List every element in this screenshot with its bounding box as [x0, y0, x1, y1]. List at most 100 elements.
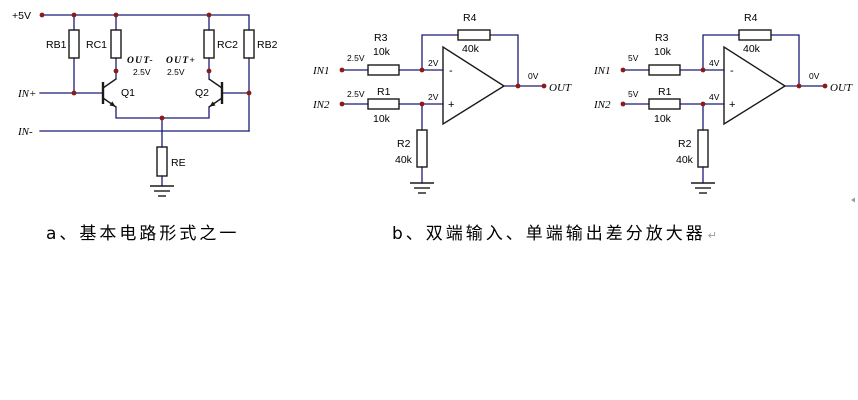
ground-b2-icon [691, 182, 715, 194]
q2-label: Q2 [195, 87, 209, 99]
rc2-resistor [203, 29, 215, 59]
paragraph-mark-icon: ↵ [708, 229, 717, 242]
op-amp-plus-sign: + [729, 99, 735, 111]
op-amp-icon [442, 45, 506, 126]
out-minus-node-dot [113, 68, 119, 74]
junction-dot [419, 101, 425, 107]
q2-collector-lead [208, 78, 223, 89]
out-label: OUT [830, 82, 853, 94]
r4-label: R4 [744, 12, 758, 24]
circuit-b2-junctions [620, 67, 828, 107]
in1-label: IN1 [593, 65, 611, 77]
feedback-return-wire [489, 34, 519, 87]
r3-value-label: 10k [373, 46, 391, 58]
output-voltage-label: 0V [528, 71, 539, 81]
junction-dot [700, 101, 706, 107]
in1-voltage-label: 5V [628, 53, 639, 63]
rb2-label: RB2 [257, 39, 278, 51]
in2-label: IN2 [593, 99, 611, 111]
junction-dot [796, 83, 802, 89]
in2-voltage-label: 2.5V [347, 89, 365, 99]
output-voltage-label: 0V [809, 71, 820, 81]
caption-b: b、双端输入、单端输出差分放大器 [392, 224, 706, 244]
r2-resistor [697, 129, 709, 168]
feedback-wire [702, 34, 740, 71]
circuit-b2: R4 40k R3 10k 5V IN1 4V - + 0V OUT IN2 5… [593, 12, 853, 194]
r1-label: R1 [658, 86, 672, 98]
inverting-voltage-label: 2V [428, 58, 439, 68]
r3-resistor [648, 64, 681, 76]
circuit-b1-wires [341, 34, 545, 184]
out-plus-voltage-label: 2.5V [167, 67, 185, 77]
circuit-b1: R4 40k R3 10k 2.5V IN1 2V - + 0V OUT IN2… [312, 12, 572, 194]
q1-transistor [101, 78, 117, 108]
rb1-resistor [68, 29, 80, 59]
inverting-voltage-label: 4V [709, 58, 720, 68]
q1-emitter-arrow-icon [109, 101, 116, 107]
r1-value-label: 10k [654, 113, 672, 125]
r4-resistor [457, 29, 491, 41]
op-amp-plus-sign: + [448, 99, 454, 111]
junction-dot [159, 115, 165, 121]
in2-voltage-label: 5V [628, 89, 639, 99]
junction-dot [515, 83, 521, 89]
in1-terminal-dot [620, 67, 626, 73]
r2-value-label: 40k [676, 154, 694, 166]
noninverting-voltage-label: 4V [709, 92, 720, 102]
ground-a-icon [150, 185, 174, 197]
r1-resistor [648, 98, 681, 110]
junction-dot [700, 67, 706, 73]
rc2-label: RC2 [217, 39, 238, 51]
edge-marker-icon [851, 197, 855, 203]
in2-terminal-dot [339, 101, 345, 107]
junction-dot [71, 90, 77, 96]
re-resistor [156, 146, 168, 177]
supply-terminal-dot [39, 12, 45, 18]
junction-dot [206, 12, 212, 18]
r2-value-label: 40k [395, 154, 413, 166]
feedback-wire [421, 34, 459, 71]
r2-label: R2 [397, 138, 411, 150]
junction-dot [419, 67, 425, 73]
r3-label: R3 [655, 32, 669, 44]
r3-value-label: 10k [654, 46, 672, 58]
out-terminal-dot [541, 83, 547, 89]
r4-resistor [738, 29, 772, 41]
out-plus-node-dot [206, 68, 212, 74]
in1-voltage-label: 2.5V [347, 53, 365, 63]
q1-collector-lead [102, 78, 117, 89]
junction-dot [113, 12, 119, 18]
circuit-a: +5V RB1 RC1 RC2 RB2 OUT- OUT+ 2.5V [12, 10, 278, 197]
out-minus-label: OUT- [127, 56, 154, 66]
supply-rail-wire [41, 14, 250, 31]
r1-label: R1 [377, 86, 391, 98]
junction-dot [71, 12, 77, 18]
r4-value-label: 40k [462, 43, 480, 55]
in-plus-label: IN+ [17, 88, 36, 100]
op-amp-minus-sign: - [730, 65, 734, 77]
r1-resistor [367, 98, 400, 110]
circuit-a-wires [39, 14, 250, 187]
junction-dot [246, 90, 252, 96]
out-plus-label: OUT+ [166, 56, 196, 66]
in1-terminal-dot [339, 67, 345, 73]
rc1-label: RC1 [86, 39, 107, 51]
r2-label: R2 [678, 138, 692, 150]
circuit-a-junctions [39, 12, 252, 121]
q2-transistor [208, 78, 224, 108]
noninverting-voltage-label: 2V [428, 92, 439, 102]
feedback-return-wire [770, 34, 800, 87]
out-terminal-dot [822, 83, 828, 89]
r4-value-label: 40k [743, 43, 761, 55]
r1-value-label: 10k [373, 113, 391, 125]
re-label: RE [171, 157, 186, 169]
out-label: OUT [549, 82, 572, 94]
circuit-b1-junctions [339, 67, 547, 107]
out-minus-voltage-label: 2.5V [133, 67, 151, 77]
in2-label: IN2 [312, 99, 330, 111]
rb1-label: RB1 [46, 39, 67, 51]
r3-label: R3 [374, 32, 388, 44]
op-amp-icon [723, 45, 787, 126]
in-minus-label: IN- [17, 126, 33, 138]
